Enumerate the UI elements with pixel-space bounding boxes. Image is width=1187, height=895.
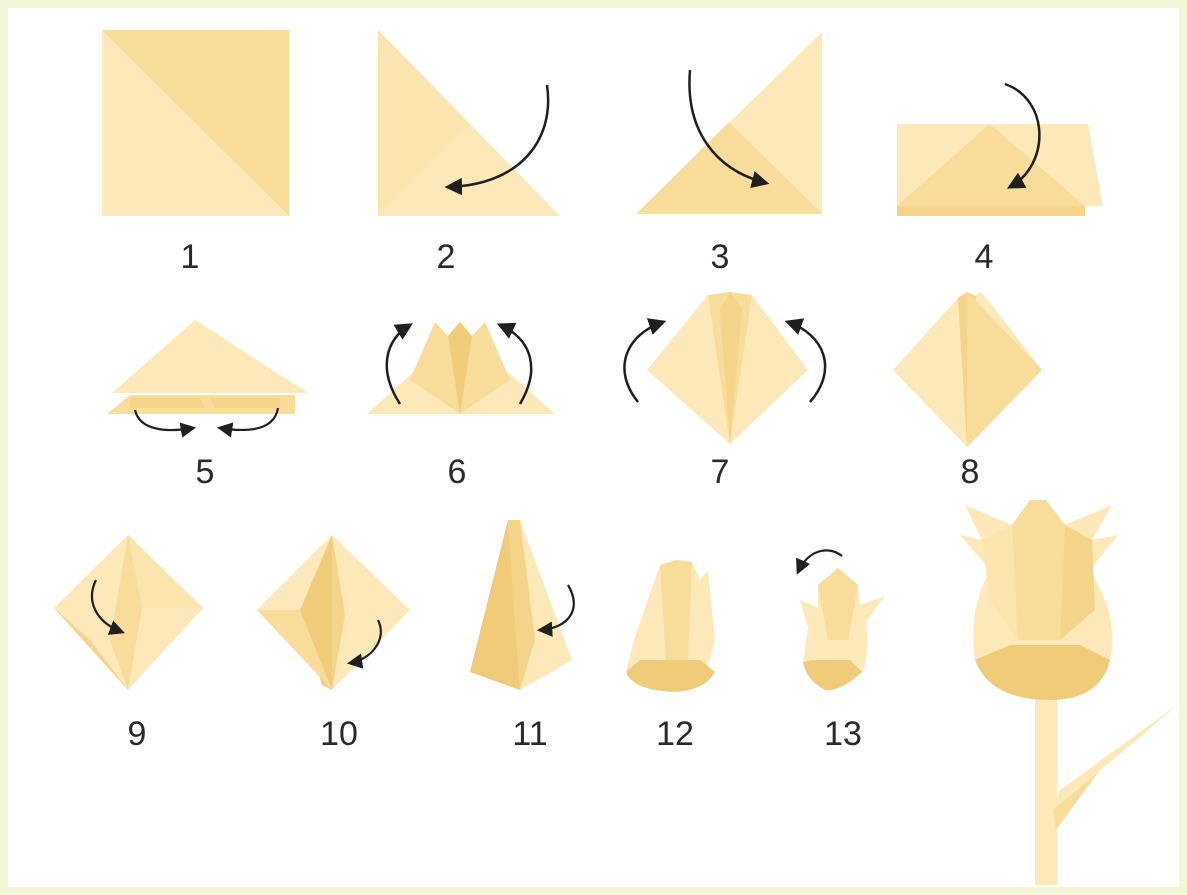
step-label-4: 4 bbox=[975, 240, 994, 274]
step-4-figure bbox=[897, 84, 1103, 216]
step-13-figure bbox=[798, 550, 885, 690]
fold-arrow-icon bbox=[798, 550, 842, 572]
step-3-figure bbox=[636, 32, 822, 214]
step-1-figure bbox=[102, 30, 289, 216]
step-label-1: 1 bbox=[181, 240, 200, 274]
step-9-figure bbox=[54, 535, 203, 690]
step-label-11: 11 bbox=[512, 717, 547, 751]
step-label-5: 5 bbox=[196, 455, 215, 489]
tulip-leaf bbox=[1053, 703, 1180, 830]
step-8-figure bbox=[893, 292, 1042, 447]
step-label-2: 2 bbox=[437, 240, 456, 274]
step-6-figure bbox=[367, 322, 555, 414]
step-label-10: 10 bbox=[320, 717, 358, 751]
final-tulip-figure bbox=[960, 500, 1180, 885]
step-10-figure bbox=[257, 535, 410, 690]
step-label-9: 9 bbox=[128, 717, 147, 751]
step-label-7: 7 bbox=[711, 455, 730, 489]
step-5-figure bbox=[107, 320, 308, 430]
step-2-figure bbox=[378, 30, 560, 216]
step-11-figure bbox=[470, 520, 574, 690]
tulip-stem bbox=[1035, 690, 1057, 885]
step-7-figure bbox=[624, 292, 825, 444]
step-label-6: 6 bbox=[448, 455, 467, 489]
step-label-3: 3 bbox=[711, 240, 730, 274]
step-label-13: 13 bbox=[824, 717, 862, 751]
step-label-8: 8 bbox=[961, 455, 980, 489]
step-label-12: 12 bbox=[656, 717, 694, 751]
step-12-figure bbox=[626, 560, 715, 692]
